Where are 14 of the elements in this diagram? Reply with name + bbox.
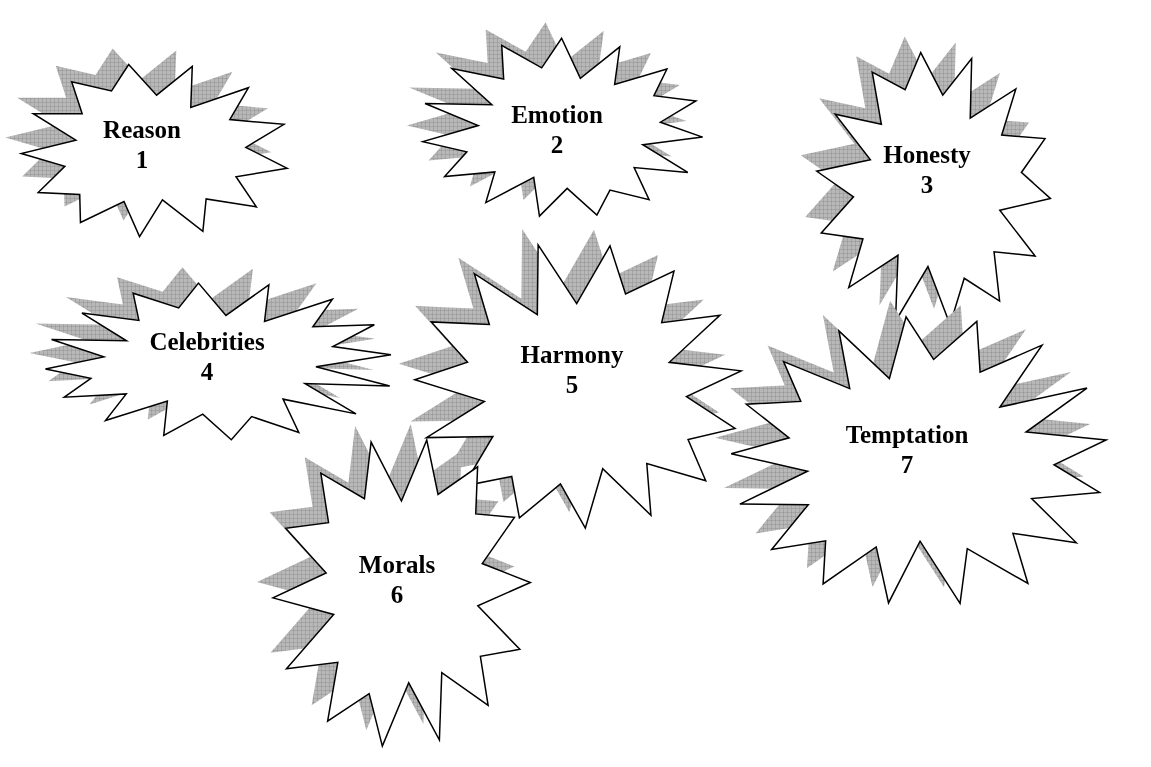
node-label: Harmony	[520, 340, 624, 370]
node-label: 5	[565, 370, 579, 400]
node-label: Honesty	[883, 140, 971, 170]
node-label: 3	[920, 170, 934, 200]
node-label: Emotion	[511, 100, 603, 130]
node-label: 6	[390, 580, 404, 610]
node-label: Morals	[358, 550, 436, 580]
node-label: 2	[550, 130, 564, 160]
node-label: Celebrities	[149, 327, 265, 357]
node-label: 1	[135, 145, 149, 175]
node-label: 7	[900, 450, 914, 480]
node-label: Temptation	[845, 420, 969, 450]
node-label: Reason	[103, 115, 181, 145]
node-label: 4	[200, 357, 214, 387]
